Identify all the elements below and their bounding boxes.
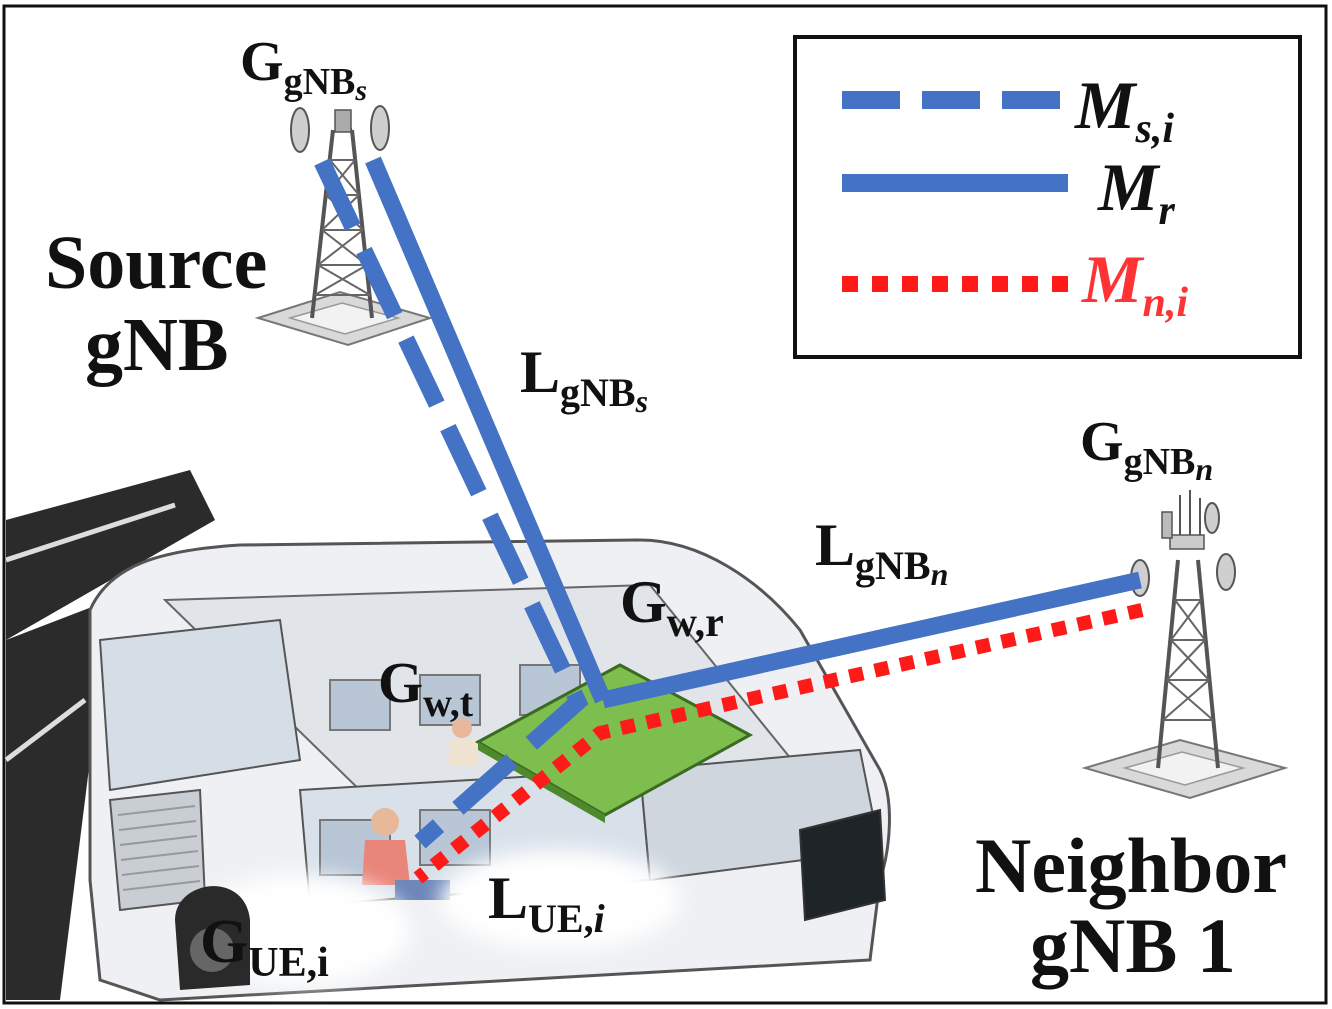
legend-label-m-r: Mr	[1097, 149, 1175, 234]
label-g-w-r: Gw,r	[620, 569, 724, 646]
neighbor-tower	[1081, 490, 1289, 800]
label-source-gnb-line2: gNB	[85, 303, 229, 387]
label-neighbor-gnb-line1: Neighbor	[975, 822, 1287, 909]
label-l-ue-i: LUE,i	[488, 865, 605, 941]
label-g-gnb-s: GgNBs	[240, 31, 367, 107]
link-solid-gnb-n	[601, 571, 1142, 709]
legend-label-m-n-i: Mn,i	[1081, 241, 1188, 326]
label-source-gnb-line1: Source	[45, 221, 267, 305]
link-dashed-m-s-i	[314, 158, 589, 849]
label-g-w-t: Gw,t	[378, 650, 474, 725]
legend-label-m-s-i: Ms,i	[1074, 67, 1174, 152]
label-g-ue-i: GUE,i	[200, 908, 329, 986]
road	[4, 470, 215, 1000]
passenger-figure-rear	[448, 718, 478, 765]
source-tower	[254, 105, 434, 347]
label-neighbor-gnb-line2: gNB 1	[1030, 902, 1236, 989]
label-l-gnb-n: LgNBn	[815, 512, 948, 592]
legend: Ms,i Mr Mn,i	[793, 35, 1302, 359]
link-solid-gnb-s	[365, 156, 611, 704]
passenger-figure	[362, 808, 450, 900]
link-dotted-m-n-i	[413, 603, 1144, 884]
label-g-gnb-n: GgNBn	[1080, 411, 1213, 487]
label-l-gnb-s: LgNBs	[520, 339, 648, 419]
legend-box	[793, 35, 1302, 359]
